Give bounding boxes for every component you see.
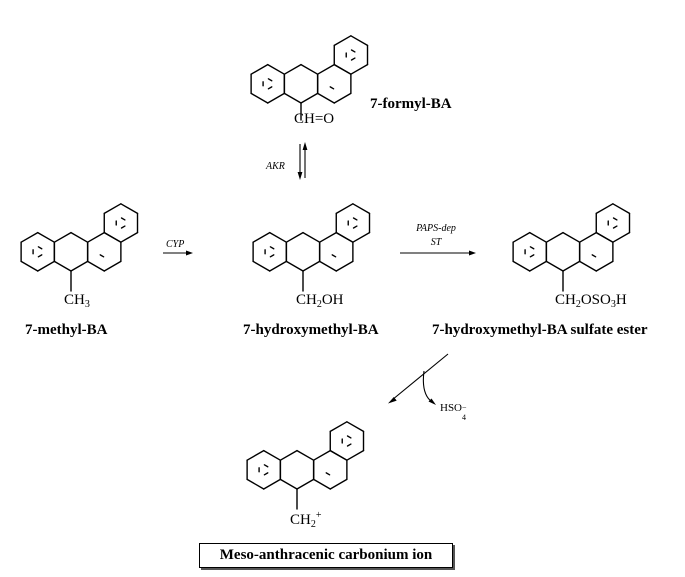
compound-name-sulfate-ester: 7-hydroxymethyl-BA sulfate ester xyxy=(432,322,648,338)
methyl-group-label: CH3 xyxy=(64,292,90,310)
hydroxymethyl-group-label: CH2OH xyxy=(296,292,344,310)
enzyme-label-cyp: CYP xyxy=(166,239,185,250)
formyl-group-label: CH=O xyxy=(294,111,335,127)
compound-name-hydroxymethyl: 7-hydroxymethyl-BA xyxy=(243,322,379,338)
carbonium-name-box: Meso-anthracenic carbonium ion xyxy=(199,543,453,568)
sulfate-ester-ba-structure xyxy=(512,203,631,292)
enzyme-label-akr: AKR xyxy=(266,161,285,172)
enzyme-label-paps: PAPS-dep xyxy=(416,223,456,234)
carbonium-ion-ba-structure xyxy=(246,421,365,510)
arrow-sulfate-cleavage xyxy=(388,353,449,405)
compound-name-carbonium: Meso-anthracenic carbonium ion xyxy=(219,547,433,563)
compound-name-formyl: 7-formyl-BA xyxy=(370,96,452,112)
hso4-leaving-group: HSO−4 xyxy=(440,402,467,422)
methyl-ba-structure xyxy=(20,203,139,292)
carbonium-group-label: CH2+ xyxy=(290,510,322,530)
formyl-ba-structure xyxy=(250,35,369,121)
enzyme-label-st: ST xyxy=(430,237,442,248)
compound-name-methyl: 7-methyl-BA xyxy=(25,322,108,338)
hydroxymethyl-ba-structure xyxy=(252,203,371,292)
molecule-drawings xyxy=(20,35,631,510)
enzyme-label-paps-st: PAPS-dep ST xyxy=(411,224,461,248)
equilibrium-arrows-akr xyxy=(297,142,308,180)
sulfate-group-label: CH2OSO3H xyxy=(555,292,627,310)
arrow-paps-st xyxy=(400,250,476,256)
arrow-cyp xyxy=(163,250,193,256)
